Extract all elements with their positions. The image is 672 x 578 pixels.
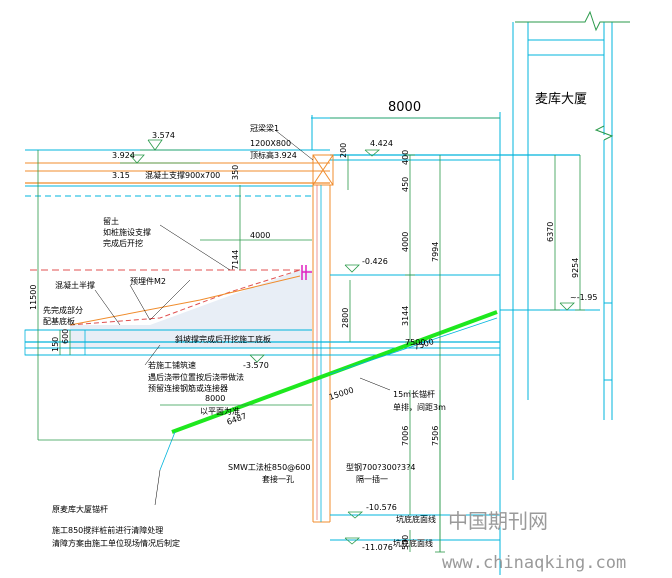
dim-150: 150 xyxy=(51,337,60,352)
label-note-bottom-1: 施工850搅拌桩前进行清障处理 xyxy=(52,525,163,535)
crown-beam xyxy=(312,154,334,186)
elevation-texts: 3.574 3.924 3.15 4.424 -0.426 -3.570 ~-1… xyxy=(112,131,597,552)
green-anchor xyxy=(171,310,498,434)
label-anchor-1: 15m长锚杆 xyxy=(393,389,435,399)
label-half-strut: 混凝土半撑 xyxy=(55,280,95,290)
label-note-2: 遇后浇带位置按后浇带做法 xyxy=(148,372,244,382)
annotation-labels: 混凝土支撑900x700 冠梁梁1 1200X800 顶标高3.924 留土 如… xyxy=(43,124,446,548)
label-crown-beam-3: 顶标高3.924 xyxy=(250,150,297,160)
label-base-line-2: 坑底底面线 xyxy=(393,538,433,548)
dim-8000-bottom: 8000 xyxy=(205,394,225,403)
break-mark xyxy=(515,10,630,141)
strut-lines xyxy=(25,149,580,197)
label-note-bottom-2: 清障方案由施工单位现场情况后制定 xyxy=(52,538,180,548)
elev-3924: 3.924 xyxy=(112,151,135,160)
leader-lines xyxy=(94,129,391,506)
label-anchor-2: 单排，间距3m xyxy=(393,402,446,412)
elev-195: ~-1.95 xyxy=(570,293,597,302)
elevation-markers xyxy=(120,139,575,545)
label-base-line-1: 坑底底面线 xyxy=(396,514,436,524)
label-complete-1: 先完成部分 xyxy=(43,305,83,315)
label-soil-1: 留土 xyxy=(103,216,119,226)
dim-7006: 7006 xyxy=(401,426,410,446)
dim-7506: 7506 xyxy=(431,426,440,446)
elev-0426: -0.426 xyxy=(362,257,388,266)
dim-200: 200 xyxy=(339,143,348,158)
label-steel-2: 隔一插一 xyxy=(356,474,388,484)
dim-500: 500 xyxy=(401,535,410,550)
label-complete-2: 配基底板 xyxy=(43,316,75,326)
dim-600: 600 xyxy=(61,329,70,344)
label-soil-2: 如桩施设支撑 xyxy=(103,227,151,237)
dim-7144: 7144 xyxy=(231,250,240,270)
building-name: 麦库大厦 xyxy=(535,91,587,107)
label-smw: SMW工法桩850@600 xyxy=(228,462,310,472)
dim-top-width: 8000 xyxy=(388,100,421,115)
dim-7994: 7994 xyxy=(431,242,440,262)
retaining-wall xyxy=(312,185,331,523)
dim-15000: 15000 xyxy=(328,385,355,401)
dim-6370: 6370 xyxy=(546,222,555,242)
label-old-anchor: 原麦库大厦锚杆 xyxy=(52,504,108,514)
elev-11076: -11.076 xyxy=(362,543,393,552)
embed-plate xyxy=(301,265,312,280)
building-outline xyxy=(512,22,613,480)
watermark-cn: 中国期刊网 xyxy=(448,509,548,533)
dim-11500: 11500 xyxy=(29,285,38,310)
label-by-column: 以平面为准 xyxy=(200,406,240,416)
anchor-lines xyxy=(159,317,498,471)
dim-9254: 9254 xyxy=(571,258,580,278)
dim-7500-upper: 7500 xyxy=(405,338,425,347)
elev-3574: 3.574 xyxy=(152,131,175,140)
label-concrete-strut: 混凝土支撑900x700 xyxy=(145,170,220,180)
label-crown-beam-1: 冠梁梁1 xyxy=(250,124,279,133)
label-note-1: 若施工铺筑速 xyxy=(148,360,196,370)
dim-350: 350 xyxy=(231,165,240,180)
watermark: 中国期刊网 www.chinaqking.com xyxy=(442,509,626,573)
dim-4000-h: 4000 xyxy=(250,231,270,240)
label-slope-strut: 斜坡撑完成后开挖施工底板 xyxy=(175,334,271,344)
dimension-lines xyxy=(37,117,585,553)
label-note-3: 预留连接钢筋或连接器 xyxy=(148,383,228,393)
label-soil-3: 完成后开挖 xyxy=(103,238,143,248)
elev-10576: -10.576 xyxy=(366,503,397,512)
watermark-url: www.chinaqking.com xyxy=(442,553,626,573)
label-crown-beam-2: 1200X800 xyxy=(250,139,291,148)
dim-2800: 2800 xyxy=(341,308,350,328)
dim-3144: 3144 xyxy=(401,306,410,326)
label-steel-1: 型钢700?300?3?4 xyxy=(346,462,415,472)
right-levels xyxy=(330,190,600,541)
elev-3570: -3.570 xyxy=(243,361,269,370)
dim-450: 450 xyxy=(401,177,410,192)
label-embed-plate: 预埋件M2 xyxy=(130,276,166,286)
elev-4424: 4.424 xyxy=(370,139,393,148)
label-smw-2: 套接一孔 xyxy=(262,474,294,484)
base-slab xyxy=(24,329,500,356)
dim-400: 400 xyxy=(401,150,410,165)
dim-4000-v: 4000 xyxy=(401,232,410,252)
elev-315: 3.15 xyxy=(112,171,130,180)
soil-berm xyxy=(30,269,312,348)
